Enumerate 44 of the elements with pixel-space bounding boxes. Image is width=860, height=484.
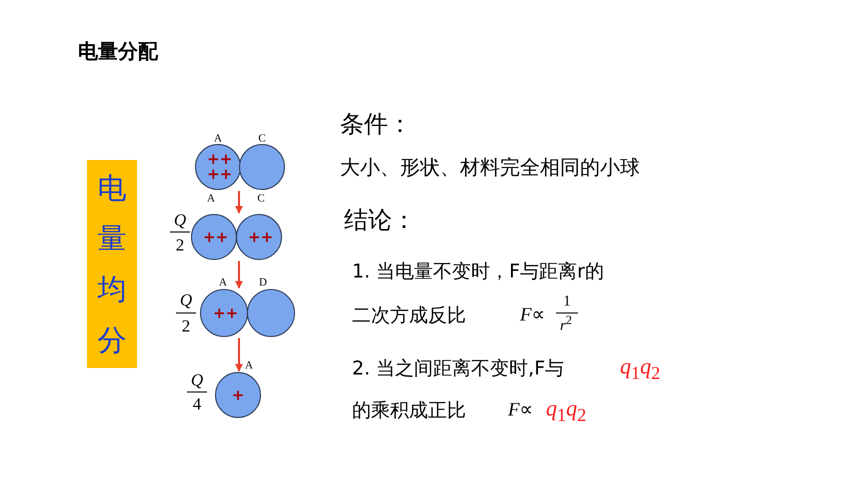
charge-symbol: Q: [174, 212, 186, 228]
point-label: A: [214, 134, 222, 144]
charge-sign: ++: [248, 230, 270, 244]
conclusion-text: 的乘积成正比: [352, 400, 466, 422]
point-label: A: [207, 194, 215, 204]
charged-sphere: [215, 372, 261, 418]
charge-sign: +: [230, 388, 246, 402]
heading: 结论：: [344, 206, 416, 234]
numerator: 1: [563, 294, 571, 310]
formula: q$_{1}$q$_{2}$: [620, 354, 660, 384]
formula: q$_{1}$q$_{2}$: [546, 396, 586, 426]
charge-symbol: Q: [190, 372, 204, 388]
charged-sphere: [236, 214, 282, 260]
denominator: 2: [176, 236, 184, 254]
denominator: r$^{2}$: [560, 314, 572, 334]
charged-sphere: [191, 214, 237, 260]
conclusion-text: 1. 当电量不变时，F与距离r的: [352, 262, 604, 282]
vertical-text: 电量均分: [98, 170, 126, 359]
charged-sphere: [200, 289, 248, 337]
arrow: [235, 191, 243, 214]
point-label: C: [257, 194, 265, 204]
denominator: 4: [192, 396, 202, 412]
charge-symbol: Q: [180, 292, 192, 308]
charge-sign: ++: [203, 230, 225, 244]
charged-sphere: [195, 144, 241, 190]
point-label: D: [259, 278, 267, 288]
highlight-band: [87, 160, 137, 368]
heading: 条件：: [340, 110, 412, 138]
slide-title: 电量分配: [78, 38, 158, 65]
conclusion-text: 二次方成反比: [352, 306, 466, 326]
arrow: [235, 338, 243, 372]
condition-text: 大小、形状、材料完全相同的小球: [340, 156, 640, 178]
point-label: A: [245, 360, 253, 372]
arrow: [235, 261, 243, 289]
formula: F∝: [508, 400, 534, 422]
denominator: 2: [182, 318, 190, 334]
charged-sphere: [247, 289, 295, 337]
charge-sign: ++ ++: [207, 152, 229, 182]
charge-sign: ++: [213, 306, 235, 320]
point-label: A: [219, 278, 227, 288]
point-label: C: [258, 134, 266, 144]
formula: F∝: [520, 306, 546, 326]
charged-sphere: [239, 144, 285, 190]
conclusion-text: 2. 当之间距离不变时,F与: [352, 358, 564, 380]
